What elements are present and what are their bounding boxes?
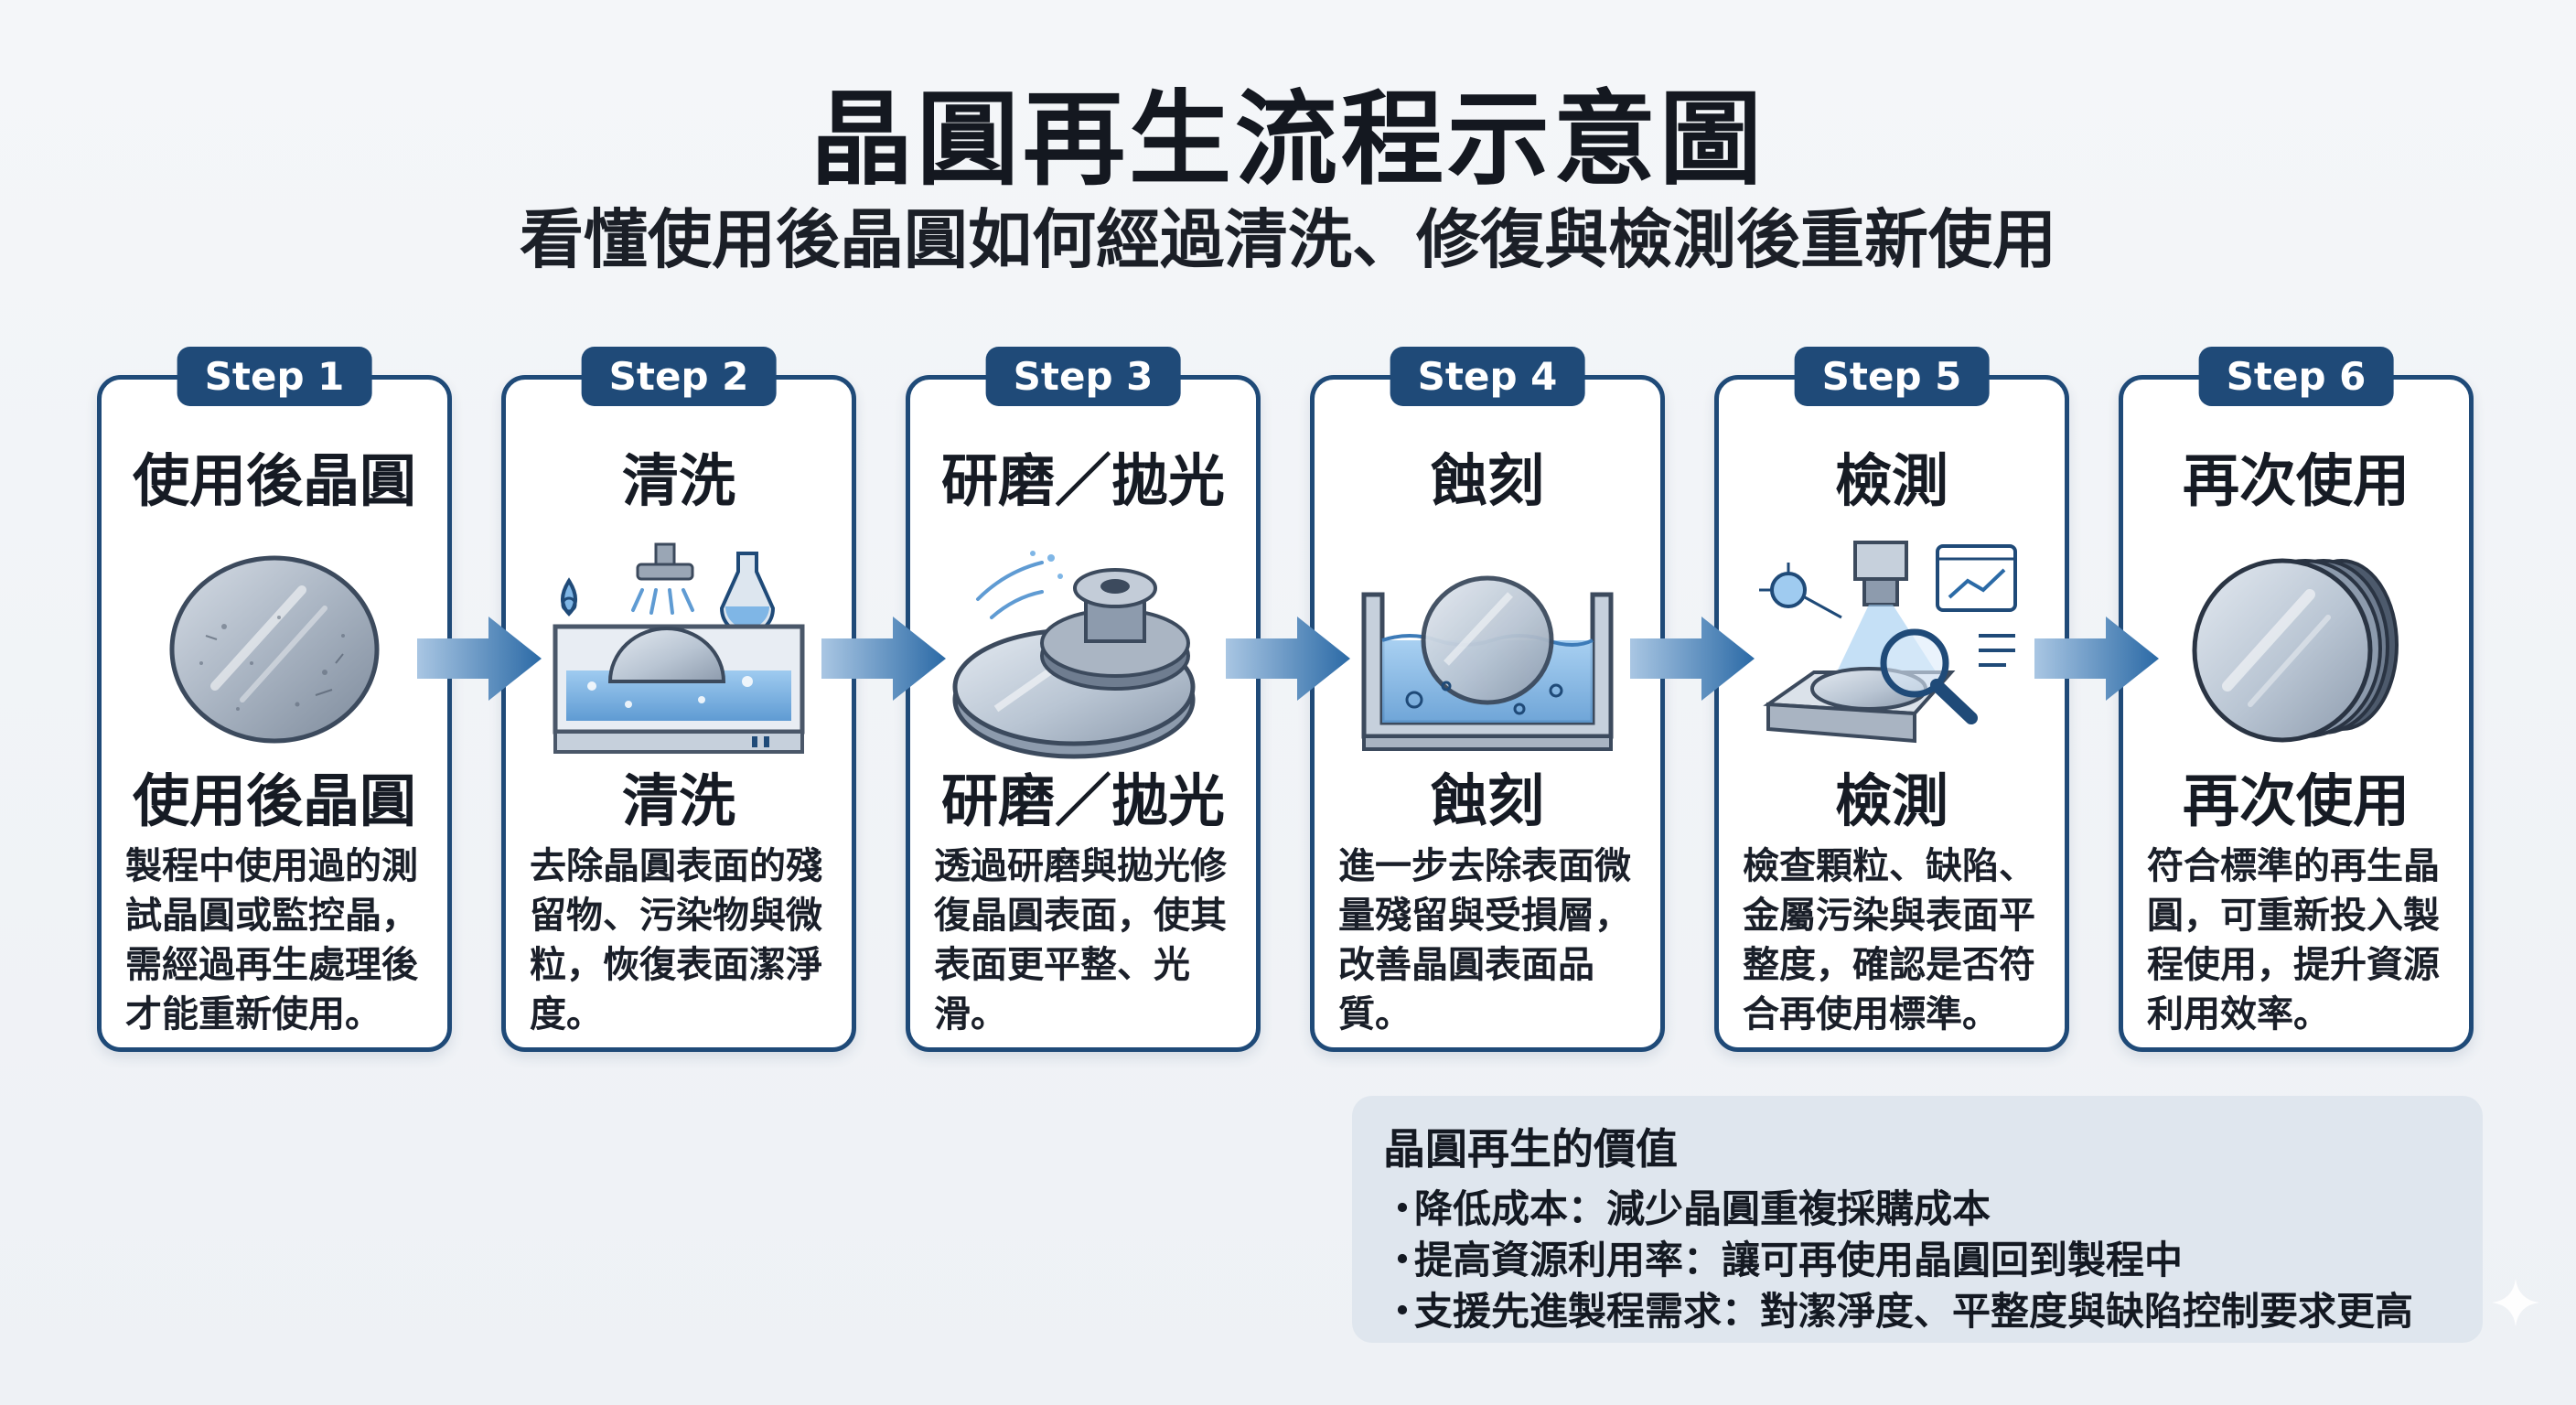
step-badge: Step 4 bbox=[1390, 347, 1585, 406]
cleaning-tank-icon bbox=[519, 526, 839, 773]
bullet: ・ bbox=[1383, 1186, 1422, 1231]
step-card-2: Step 2 清洗 清洗 去除晶圓表面的殘留物、污染物與微粒，恢復表面潔淨度。 bbox=[501, 347, 856, 1052]
flow-arrow-icon bbox=[821, 617, 946, 701]
step-card-1: Step 1 使用後晶圓 使用後晶圓 製程中使用過的測試晶圓或監控晶，需經過再生… bbox=[97, 347, 452, 1052]
step-description: 符合標準的再生晶圓，可重新投入製程使用，提升資源利用效率。 bbox=[2147, 845, 2440, 1035]
value-item-text: 支援先進製程需求：對潔淨度、平整度與缺陷控制要求更高 bbox=[1414, 1289, 2414, 1334]
step-heading: 檢測 bbox=[1834, 767, 1948, 834]
page-subtitle: 看懂使用後晶圓如何經過清洗、修復與檢測後重新使用 bbox=[520, 202, 2056, 277]
step-title: 研磨／拋光 bbox=[940, 447, 1225, 514]
step-card-6: Step 6 再次使用 再次使用 符合標準的再生晶圓，可重新投入製程使用，提升資… bbox=[2119, 347, 2474, 1052]
flow-arrow-icon bbox=[1226, 617, 1350, 701]
page-title: 晶圓再生流程示意圖 bbox=[810, 80, 1766, 199]
step-heading: 研磨／拋光 bbox=[940, 767, 1225, 834]
step-description: 進一步去除表面微量殘留與受損層，改善晶圓表面品質。 bbox=[1338, 845, 1631, 1035]
step-badge: Step 2 bbox=[581, 347, 777, 406]
step-description: 去除晶圓表面的殘留物、污染物與微粒，恢復表面潔淨度。 bbox=[530, 845, 822, 1035]
sparkle-icon bbox=[2492, 1279, 2539, 1326]
step-description: 透過研磨與拋光修復晶圓表面，使其表面更平整、光滑。 bbox=[934, 845, 1227, 1035]
step-badge: Step 1 bbox=[177, 347, 372, 406]
value-item: ・支援先進製程需求：對潔淨度、平整度與缺陷控制要求更高 bbox=[1383, 1286, 2452, 1337]
step-title: 蝕刻 bbox=[1430, 447, 1544, 514]
value-summary-box: 晶圓再生的價值 ・降低成本：減少晶圓重複採購成本 ・提高資源利用率：讓可再使用晶… bbox=[1352, 1096, 2483, 1343]
step-badge: Step 6 bbox=[2198, 347, 2394, 406]
step-heading: 蝕刻 bbox=[1430, 767, 1544, 834]
polishing-pad-icon bbox=[923, 526, 1243, 773]
step-title: 清洗 bbox=[621, 447, 735, 514]
value-item: ・提高資源利用率：讓可再使用晶圓回到製程中 bbox=[1383, 1235, 2452, 1286]
flow-arrow-icon bbox=[1630, 617, 1755, 701]
bullet: ・ bbox=[1383, 1238, 1422, 1282]
step-description: 檢查顆粒、缺陷、金屬污染與表面平整度，確認是否符合再使用標準。 bbox=[1743, 845, 2035, 1035]
value-item-text: 降低成本：減少晶圓重複採購成本 bbox=[1414, 1186, 1991, 1231]
step-description: 製程中使用過的測試晶圓或監控晶，需經過再生處理後才能重新使用。 bbox=[125, 845, 418, 1035]
step-title: 再次使用 bbox=[2182, 447, 2410, 514]
step-heading: 再次使用 bbox=[2182, 767, 2410, 834]
step-heading: 使用後晶圓 bbox=[132, 767, 416, 834]
step-heading: 清洗 bbox=[621, 767, 735, 834]
step-badge: Step 3 bbox=[985, 347, 1181, 406]
flow-arrow-icon bbox=[2034, 617, 2159, 701]
step-card-5: Step 5 檢測 檢測 檢查顆粒、缺陷、金屬污染與表面平整度，確認是否符合再使… bbox=[1714, 347, 2069, 1052]
flow-arrow-icon bbox=[417, 617, 542, 701]
value-item-text: 提高資源利用率：讓可再使用晶圓回到製程中 bbox=[1414, 1238, 2184, 1282]
bullet: ・ bbox=[1383, 1289, 1422, 1334]
etching-bath-icon bbox=[1327, 526, 1648, 773]
step-badge: Step 5 bbox=[1794, 347, 1990, 406]
wafer-stack-icon bbox=[2136, 526, 2456, 773]
step-card-3: Step 3 研磨／拋光 研磨／拋光 透過研磨與拋光修復晶圓表面，使其表面更平整… bbox=[906, 347, 1261, 1052]
step-title: 使用後晶圓 bbox=[132, 447, 416, 514]
used-wafer-icon bbox=[114, 526, 435, 773]
value-item: ・降低成本：減少晶圓重複採購成本 bbox=[1383, 1184, 2452, 1235]
value-title: 晶圓再生的價值 bbox=[1383, 1124, 1678, 1174]
step-title: 檢測 bbox=[1834, 447, 1948, 514]
step-card-4: Step 4 蝕刻 蝕刻 進一步去除表面微量殘留與受損層，改善晶圓表面品質。 bbox=[1310, 347, 1665, 1052]
inspection-icon bbox=[1732, 526, 2052, 773]
